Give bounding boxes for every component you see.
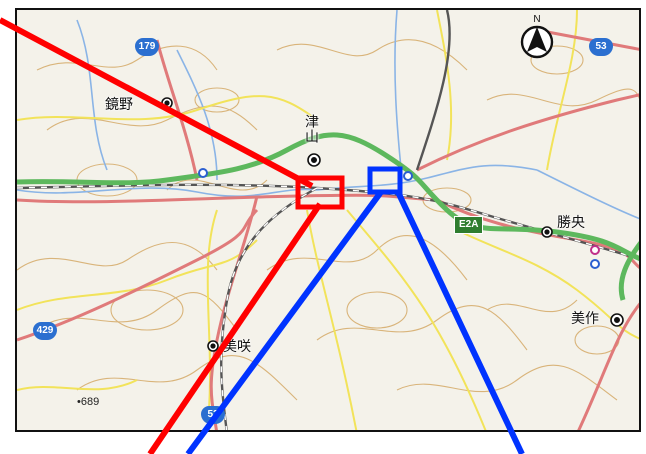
contour-lines [17,39,639,401]
place-label-shoo: 勝央 [557,215,585,231]
expressway-line [17,132,639,262]
expressway-branch [618,241,639,301]
north-arrow: N [517,14,557,60]
place-label-tsuyama: 津山 [303,114,319,144]
place-label-misaki: 美咲 [223,339,251,355]
route-shield-429: 429 [33,322,57,340]
place-label-kagamino: 鏡野 [105,97,133,113]
topographic-map [17,10,639,430]
expressway-badge: E2A [454,216,484,234]
junction-marker [590,245,600,255]
place-label-mimasaka: 美作 [571,311,599,327]
elevation-label: •689 [77,396,100,408]
route-shield-53-north: 53 [589,38,613,56]
north-letter: N [533,14,541,25]
route-shield-179: 179 [135,38,159,56]
route-shield-53-south: 53 [201,406,225,424]
compass-icon [520,25,554,59]
map-frame: 鏡野 津山 勝央 美咲 美作 179 53 429 53 E2A •689 N [15,8,641,432]
